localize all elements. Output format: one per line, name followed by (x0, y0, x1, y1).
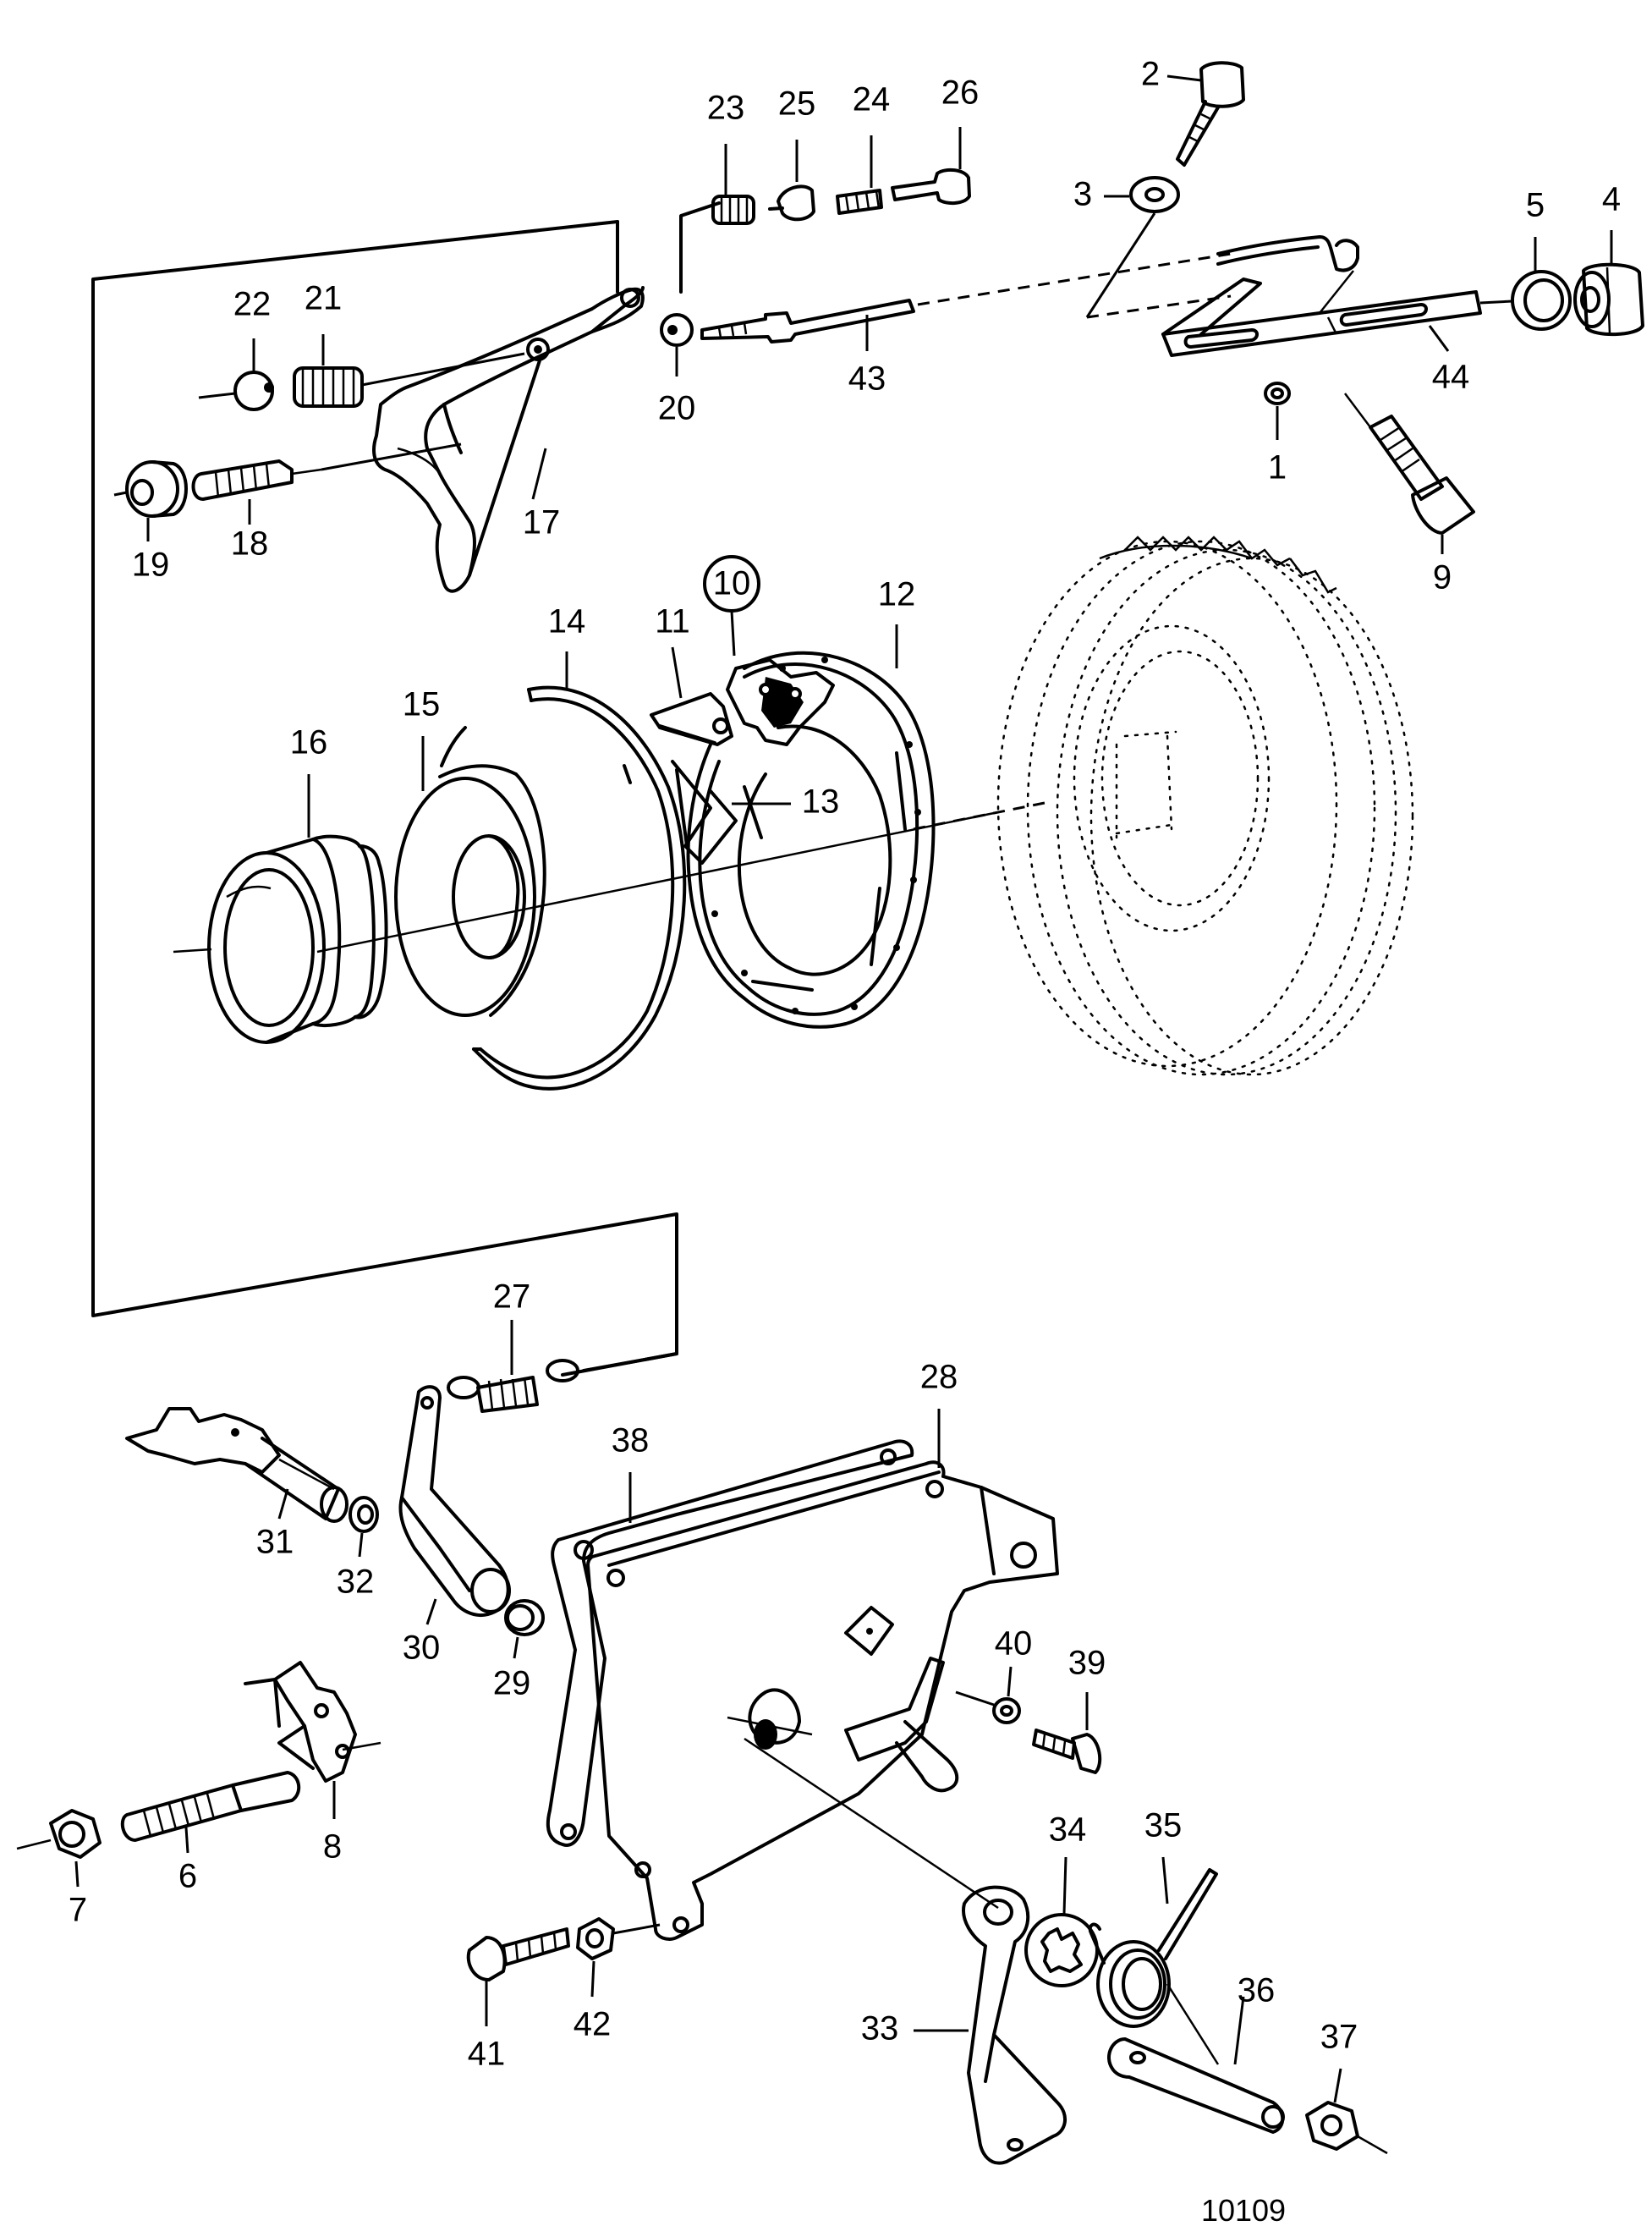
label-7: 7 (69, 1892, 87, 1929)
figure-number: 10109 (1201, 2193, 1286, 2228)
label-35: 35 (1144, 1807, 1183, 1844)
label-26: 26 (941, 74, 980, 112)
ball-20 (660, 313, 694, 347)
strap-11 (650, 692, 733, 746)
label-42: 42 (574, 2006, 612, 2043)
servo-lever-10 (726, 658, 835, 746)
bolt-39 (1032, 1729, 1102, 1774)
bolt-41 (466, 1927, 570, 1981)
label-28: 28 (920, 1359, 958, 1396)
label-3: 3 (1073, 176, 1092, 213)
label-5: 5 (1526, 187, 1545, 224)
band-12 (686, 651, 936, 1029)
label-34: 34 (1049, 1811, 1087, 1849)
torsion-spring-35 (1088, 1868, 1218, 2028)
label-33: 33 (861, 2010, 899, 2047)
leader-17 (531, 448, 547, 500)
bolt-9 (1344, 393, 1475, 535)
ring-29 (504, 1599, 545, 1636)
lever-30 (398, 1385, 511, 1617)
spring-27 (447, 1359, 579, 1413)
label-16: 16 (290, 724, 328, 761)
label-40: 40 (995, 1625, 1033, 1663)
lever-33 (744, 1737, 1067, 2165)
link-rod (1216, 235, 1359, 314)
label-14: 14 (548, 603, 586, 640)
label-19: 19 (132, 547, 170, 584)
label-32: 32 (337, 1564, 375, 1601)
label-24: 24 (853, 81, 891, 118)
spring-23 (711, 195, 755, 225)
gear-flywheel (996, 536, 1414, 1076)
cover-plate-38 (546, 1439, 914, 1847)
clutch-cone-16 (173, 834, 388, 1044)
plug-4 (1573, 262, 1644, 337)
assembly-frame (91, 201, 721, 1377)
label-6: 6 (178, 1858, 197, 1895)
label-1: 1 (1268, 449, 1287, 486)
spring-clip-13 (671, 760, 763, 865)
seal-5 (1511, 270, 1572, 331)
bolt-26 (891, 168, 971, 206)
shift-rod-43 (700, 299, 915, 344)
shift-plate-44 (1161, 278, 1482, 357)
spring-24 (836, 189, 883, 215)
label-39: 39 (1068, 1645, 1106, 1682)
adjusting-screw-6 (120, 1771, 301, 1842)
label-13: 13 (802, 783, 840, 821)
label-36: 36 (1238, 1972, 1276, 2009)
lever-bracket-8 (244, 1661, 381, 1783)
label-31: 31 (256, 1524, 294, 1561)
shift-shaft-31 (125, 1407, 349, 1523)
label-20: 20 (658, 390, 696, 427)
label-23: 23 (707, 90, 745, 127)
pin-25 (768, 184, 815, 222)
lock-washer-34 (1024, 1913, 1099, 1987)
label-37: 37 (1320, 2019, 1358, 2056)
label-2: 2 (1141, 56, 1160, 93)
label-21: 21 (305, 280, 343, 317)
label-17: 17 (523, 504, 561, 541)
shift-fork-17 (372, 286, 645, 593)
adjusting-screw-18 (191, 459, 322, 501)
label-22: 22 (233, 286, 272, 323)
nut-42 (576, 1917, 615, 1960)
friction-disc-15 (394, 726, 546, 1017)
washer-40 (992, 1697, 1021, 1724)
split-ring-14 (472, 685, 687, 1091)
nut-37 (1305, 2101, 1388, 2155)
pin-36 (1107, 1983, 1285, 2134)
label-11: 11 (655, 603, 690, 640)
label-30: 30 (403, 1630, 441, 1667)
nut-19 (125, 460, 188, 518)
label-18: 18 (231, 525, 269, 563)
label-27: 27 (493, 1278, 531, 1316)
mounting-plate-28 (586, 1460, 1059, 1941)
nut-1 (1264, 382, 1291, 405)
label-29: 29 (493, 1665, 531, 1702)
label-43: 43 (848, 360, 886, 398)
label-12: 12 (878, 576, 916, 613)
label-41: 41 (468, 2036, 506, 2073)
bolt-2 (1176, 61, 1245, 167)
nut-7 (16, 1809, 102, 1859)
washer-3 (1129, 176, 1180, 213)
label-38: 38 (612, 1422, 650, 1459)
label-25: 25 (778, 85, 816, 123)
label-10: 10 (713, 565, 751, 602)
label-15: 15 (403, 686, 441, 723)
label-44: 44 (1432, 359, 1470, 396)
label-9: 9 (1433, 559, 1452, 596)
operating-arm (844, 1657, 959, 1793)
label-8: 8 (323, 1828, 342, 1866)
spring-21 (293, 366, 364, 408)
plunger-22 (233, 371, 274, 411)
ring-32 (349, 1496, 379, 1533)
label-4: 4 (1602, 181, 1621, 218)
